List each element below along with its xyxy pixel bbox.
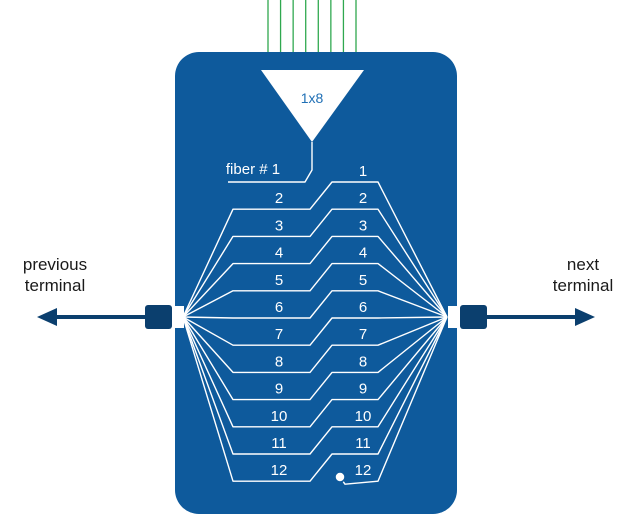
left-fiber-number: 3 xyxy=(275,217,283,234)
right-fiber-number: 8 xyxy=(359,353,367,370)
fiber-route-9 xyxy=(182,316,448,401)
fiber-route-4 xyxy=(182,235,448,318)
right-fiber-number: 11 xyxy=(355,435,371,452)
fiber-route-3 xyxy=(182,208,448,318)
next-terminal-arrow-head xyxy=(575,308,595,326)
right-fiber-number: 2 xyxy=(359,190,367,207)
right-fiber-number: 3 xyxy=(359,217,367,234)
previous-terminal-label: previous terminal xyxy=(10,254,100,296)
fiber-route-2 xyxy=(182,181,448,318)
fiber-route-5 xyxy=(182,262,448,318)
right-fiber-number: 4 xyxy=(359,245,367,262)
left-fiber-numbers: 2 3 4 5 6 7 8 9 10 11 12 xyxy=(271,190,288,479)
next-terminal-line2: terminal xyxy=(552,276,614,295)
right-port-white xyxy=(448,306,460,328)
right-fiber-number: 1 xyxy=(359,163,367,180)
left-fiber-number: 5 xyxy=(275,272,283,289)
right-connector xyxy=(460,305,487,329)
left-fiber-number: 6 xyxy=(275,299,283,316)
route-end-dot xyxy=(334,471,346,483)
splitter-triangle xyxy=(261,70,364,142)
right-fiber-number: 6 xyxy=(359,299,367,316)
splitter-label: 1x8 xyxy=(301,90,324,106)
right-fiber-number: 5 xyxy=(359,272,367,289)
left-connector xyxy=(145,305,172,329)
fiber-route-1 xyxy=(228,142,313,183)
previous-terminal-line2: terminal xyxy=(24,276,86,295)
fiber-route-6 xyxy=(182,290,448,319)
fiber-route-12 xyxy=(182,316,448,482)
right-fiber-number: 7 xyxy=(359,326,367,343)
fiber-route-8 xyxy=(182,316,448,374)
fiber-number-label: fiber # 1 xyxy=(226,161,280,178)
left-fiber-number: 8 xyxy=(275,353,283,370)
right-fiber-number: 9 xyxy=(359,381,367,398)
fiber-route-11 xyxy=(182,316,448,455)
fiber-route-7 xyxy=(182,316,448,346)
left-fiber-number: 4 xyxy=(275,245,283,262)
left-fiber-number: 7 xyxy=(275,326,283,343)
left-port-white xyxy=(172,306,184,328)
left-fiber-number: 9 xyxy=(275,381,283,398)
previous-terminal-arrow-head xyxy=(37,308,57,326)
previous-terminal-line1: previous xyxy=(22,255,88,274)
fiber-route-10 xyxy=(182,316,448,428)
right-fiber-number: 12 xyxy=(355,462,372,479)
left-fiber-number: 10 xyxy=(271,408,288,425)
next-terminal-label: next terminal xyxy=(538,254,628,296)
left-fiber-number: 11 xyxy=(271,435,287,452)
left-fiber-number: 12 xyxy=(271,462,288,479)
splitter-output-fibers xyxy=(267,0,357,72)
left-fiber-number: 2 xyxy=(275,190,283,207)
next-terminal-line1: next xyxy=(566,255,600,274)
right-fiber-number: 10 xyxy=(355,408,372,425)
